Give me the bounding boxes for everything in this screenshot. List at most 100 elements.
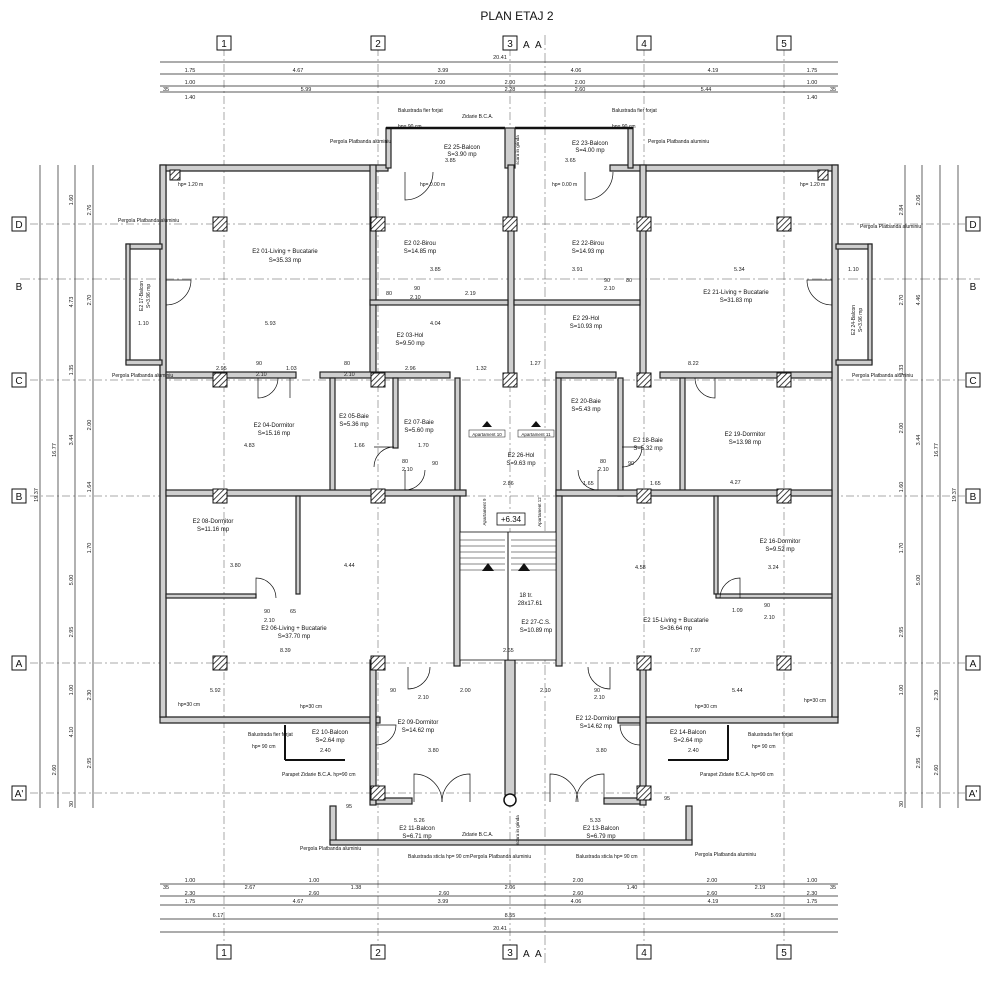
svg-text:80: 80 [344, 361, 350, 367]
svg-text:Balustrada fier forjat: Balustrada fier forjat [398, 108, 443, 114]
svg-text:4.46: 4.46 [916, 295, 922, 306]
room-e2-17: E2 17-Balcon [139, 281, 145, 311]
svg-text:2.95: 2.95 [216, 366, 227, 372]
svg-text:2.30: 2.30 [185, 891, 196, 897]
section-a-top: A [523, 40, 530, 51]
svg-text:1.70: 1.70 [87, 543, 93, 554]
interior-dimensions: 3.85 3.65 3.85 3.91 5.34 1.10 1.10 5.93 … [138, 158, 859, 824]
svg-text:7.97: 7.97 [690, 648, 701, 654]
svg-text:S=31.83 mp: S=31.83 mp [720, 298, 753, 304]
room-e2-04: E2 04-Dormitor [254, 423, 295, 429]
svg-text:2.00: 2.00 [573, 878, 584, 884]
svg-text:20.41: 20.41 [493, 926, 507, 932]
svg-text:4.06: 4.06 [571, 899, 582, 905]
room-e2-16: E2 16-Dormitor [760, 539, 801, 545]
svg-text:2.30: 2.30 [87, 690, 93, 701]
interior-walls [165, 164, 833, 806]
svg-text:Balustrada fier forjat: Balustrada fier forjat [248, 732, 293, 738]
svg-text:19.37: 19.37 [952, 488, 958, 502]
svg-text:4.27: 4.27 [730, 480, 741, 486]
svg-text:1.75: 1.75 [807, 68, 818, 74]
room-e2-27: E2 27-C.S. [521, 620, 551, 626]
svg-text:35: 35 [830, 885, 836, 891]
svg-text:S=5.32 mp: S=5.32 mp [633, 446, 663, 452]
svg-text:Balustrada sticla hp= 90 cm: Balustrada sticla hp= 90 cm [576, 854, 638, 860]
svg-text:hp=30 cm: hp=30 cm [804, 698, 826, 704]
svg-text:Pergola Platbanda aluminiu: Pergola Platbanda aluminiu [860, 224, 921, 230]
svg-text:90: 90 [628, 461, 634, 467]
room-e2-18: E2 18-Baie [633, 438, 663, 444]
svg-text:5.69: 5.69 [771, 913, 782, 919]
svg-text:2.60: 2.60 [309, 891, 320, 897]
svg-text:4.83: 4.83 [244, 443, 255, 449]
svg-text:Pergola Platbanda aluminiu: Pergola Platbanda aluminiu [118, 218, 179, 224]
svg-text:S=14.62 mp: S=14.62 mp [580, 724, 613, 730]
svg-text:2.10: 2.10 [598, 467, 609, 473]
svg-text:90: 90 [390, 688, 396, 694]
svg-text:S=5.43 mp: S=5.43 mp [571, 407, 601, 413]
svg-text:80: 80 [386, 291, 392, 297]
structural-columns [169, 169, 829, 807]
svg-text:S=10.89 mp: S=10.89 mp [520, 628, 553, 634]
svg-text:Apartament 12: Apartament 12 [537, 497, 542, 527]
room-e2-01: E2 01-Living + Bucatarie [252, 249, 318, 255]
svg-text:S=35.33 mp: S=35.33 mp [269, 258, 302, 264]
room-e2-02: E2 02-Birou [404, 241, 436, 247]
svg-text:1.38: 1.38 [351, 885, 362, 891]
svg-text:2.70: 2.70 [87, 295, 93, 306]
svg-text:2.00: 2.00 [460, 688, 471, 694]
room-e2-22: E2 22-Birou [572, 241, 604, 247]
svg-text:30: 30 [899, 801, 905, 807]
svg-text:2.06: 2.06 [505, 885, 516, 891]
bottom-dimensions: 35 1.00 2.67 1.00 1.38 2.06 2.00 1.40 2.… [160, 878, 838, 933]
svg-text:2.10: 2.10 [418, 695, 429, 701]
svg-text:C: C [969, 376, 976, 387]
exterior-walls [125, 126, 873, 846]
svg-text:3.85: 3.85 [430, 267, 441, 273]
svg-text:4.10: 4.10 [916, 727, 922, 738]
svg-text:2.06: 2.06 [916, 195, 922, 206]
svg-text:1.70: 1.70 [899, 543, 905, 554]
right-dimensions: 19.37 16.77 2.84 2.70 1.33 2.00 1.60 1.7… [899, 165, 959, 808]
svg-text:S=9.52 mp: S=9.52 mp [765, 547, 795, 553]
axis-5-bottom: 5 [781, 948, 787, 959]
svg-text:Zidarie B.C.A.: Zidarie B.C.A. [462, 832, 493, 838]
svg-text:S=3.96 mp: S=3.96 mp [858, 308, 864, 333]
svg-text:S=10.93 mp: S=10.93 mp [570, 324, 603, 330]
svg-text:2.60: 2.60 [52, 765, 58, 776]
room-e2-29: E2 29-Hol [573, 316, 600, 322]
svg-text:1.40: 1.40 [627, 885, 638, 891]
svg-text:3.44: 3.44 [916, 435, 922, 446]
room-e2-15: E2 15-Living + Bucatarie [643, 618, 709, 624]
svg-text:2.84: 2.84 [899, 205, 905, 216]
svg-text:35: 35 [163, 885, 169, 891]
svg-text:2.95: 2.95 [87, 758, 93, 769]
room-e2-19: E2 19-Dormitor [725, 432, 766, 438]
room-e2-06: E2 06-Living + Bucatarie [261, 626, 327, 632]
svg-text:2.00: 2.00 [575, 80, 586, 86]
svg-text:16.77: 16.77 [52, 443, 58, 457]
svg-text:20.41: 20.41 [493, 55, 507, 61]
svg-text:B: B [16, 282, 23, 293]
svg-text:2.96: 2.96 [405, 366, 416, 372]
svg-text:hp= 0.00 m: hp= 0.00 m [552, 182, 577, 188]
svg-text:hp= 1.20 m: hp= 1.20 m [800, 182, 825, 188]
svg-text:4.10: 4.10 [69, 727, 75, 738]
svg-text:1.00: 1.00 [69, 685, 75, 696]
svg-text:1.00: 1.00 [185, 878, 196, 884]
room-e2-12: E2 12-Dormitor [576, 716, 617, 722]
svg-text:2.60: 2.60 [707, 891, 718, 897]
svg-text:3.44: 3.44 [69, 435, 75, 446]
svg-text:1.64: 1.64 [87, 482, 93, 493]
svg-text:Parapet Zidarie B.C.A. hp=90 c: Parapet Zidarie B.C.A. hp=90 cm [700, 772, 774, 778]
svg-text:1.60: 1.60 [899, 482, 905, 493]
room-e2-25: E2 25-Balcon [444, 145, 480, 151]
svg-text:2.60: 2.60 [934, 765, 940, 776]
svg-text:5.92: 5.92 [210, 688, 221, 694]
axis-labels-top: 1 2 3 A A 4 5 [216, 35, 792, 51]
svg-text:4.67: 4.67 [293, 68, 304, 74]
svg-text:2.40: 2.40 [320, 748, 331, 754]
svg-text:hp= 90 cm: hp= 90 cm [252, 744, 276, 750]
doors [165, 171, 833, 803]
svg-text:3.65: 3.65 [565, 158, 576, 164]
